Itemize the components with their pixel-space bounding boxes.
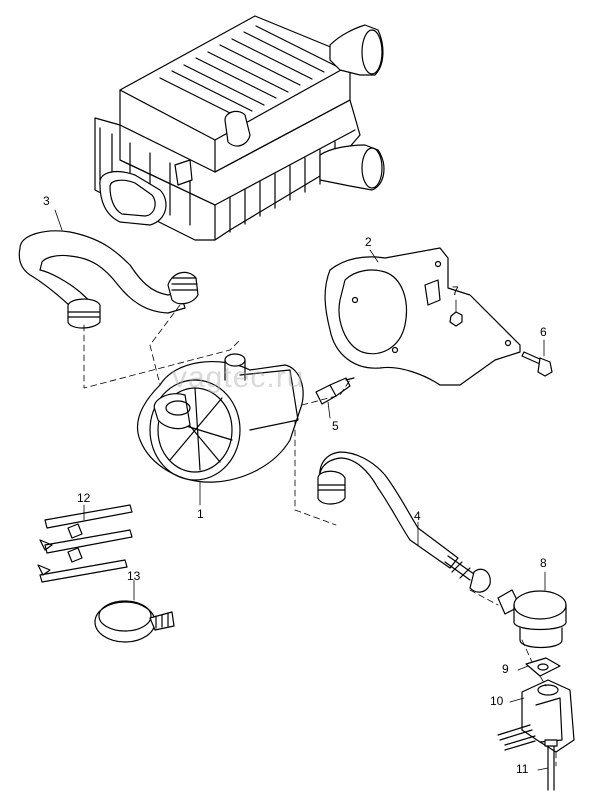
callout-5: 5: [332, 419, 339, 433]
callout-2: 2: [365, 235, 372, 249]
connection-dashed-lines: [83, 304, 557, 767]
callout-8: 8: [540, 556, 547, 570]
clamp-13: [94, 600, 175, 643]
flange-10: [497, 679, 575, 753]
callout-7: 7: [452, 284, 459, 298]
leader-lines: [54, 209, 549, 771]
air-filter-housing: [94, 15, 385, 241]
callout-3: 3: [43, 194, 50, 208]
hose-3: [18, 230, 199, 329]
secondary-air-pump-1: [136, 353, 304, 483]
hose-4: [317, 451, 491, 593]
callout-12: 12: [77, 491, 91, 505]
callout-10: 10: [490, 694, 504, 708]
valve-8: [497, 589, 567, 649]
cable-ties-12: [37, 504, 133, 583]
callout-13: 13: [127, 569, 141, 583]
bolt-11: [544, 739, 558, 791]
bracket-2: [324, 247, 521, 386]
callout-6: 6: [540, 325, 547, 339]
callout-11: 11: [516, 762, 529, 776]
callout-9: 9: [502, 662, 509, 676]
bolt-6: [521, 351, 553, 377]
callout-1: 1: [197, 507, 204, 521]
gasket-9: [525, 657, 561, 677]
watermark-text: vagtec.ru: [172, 361, 305, 394]
callout-4: 4: [414, 509, 421, 523]
